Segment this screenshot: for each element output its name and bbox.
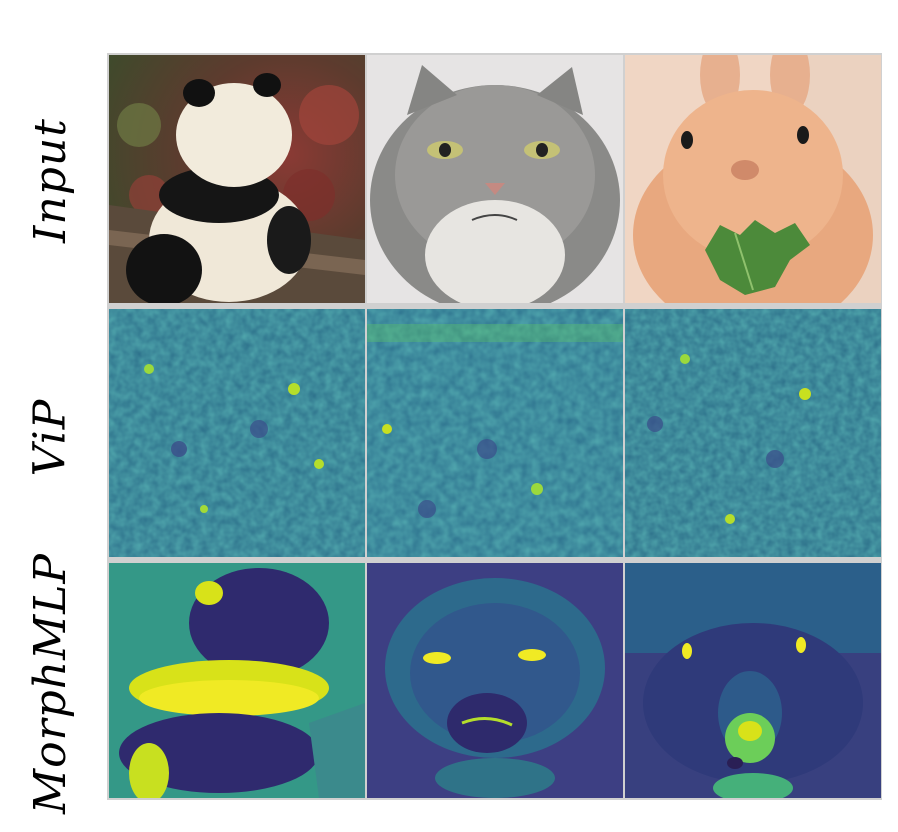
- cat-vip-heatmap: [367, 309, 623, 557]
- panda-photo: [109, 55, 365, 303]
- cat-morphmlp-heatmap: [367, 563, 623, 798]
- panda-morphmlp-heatmap: [109, 563, 365, 798]
- row-label-input: Input: [0, 53, 100, 308]
- rabbit-vip-heatmap: [625, 309, 881, 557]
- rabbit-photo: [625, 55, 881, 303]
- row-label-input-text: Input: [24, 118, 76, 243]
- row-label-morphmlp-text: MorphMLP: [24, 553, 76, 814]
- row-label-vip-text: ViP: [24, 398, 76, 477]
- panda-vip-heatmap: [109, 309, 365, 557]
- image-grid: [107, 53, 882, 800]
- cat-photo: [367, 55, 623, 303]
- row-label-vip: ViP: [0, 310, 100, 565]
- row-label-morphmlp: MorphMLP: [0, 553, 100, 814]
- rabbit-morphmlp-heatmap: [625, 563, 881, 798]
